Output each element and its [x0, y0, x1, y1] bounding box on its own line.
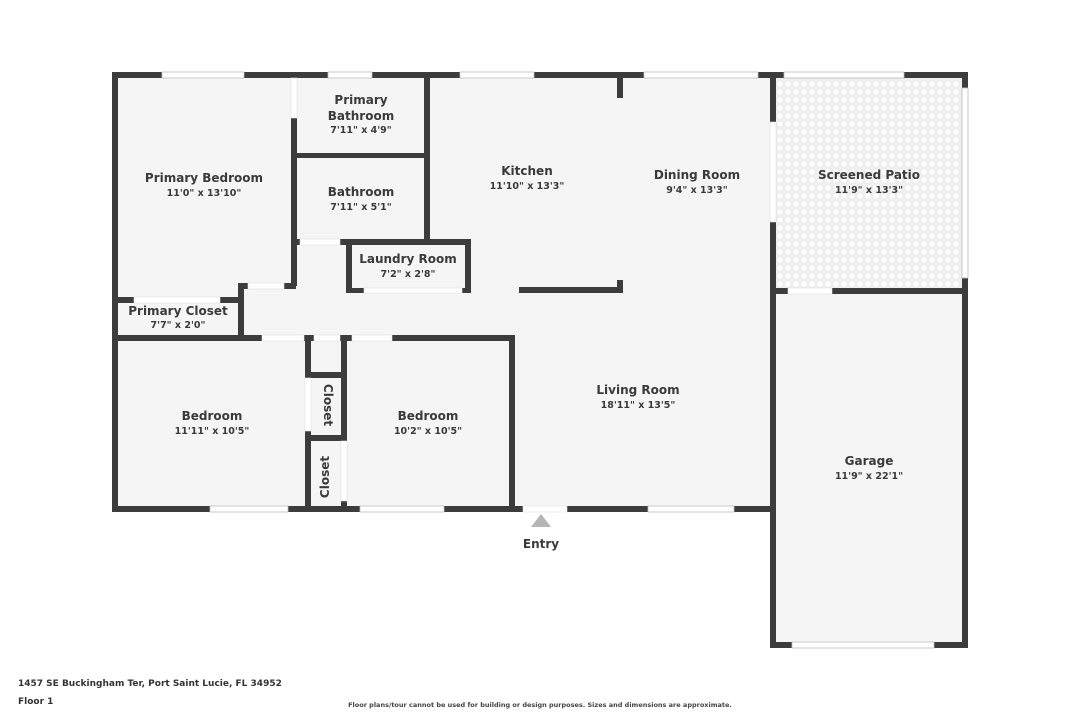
- room-dims: 11'11" x 10'5": [175, 426, 250, 437]
- entry-label: Entry: [523, 537, 559, 551]
- room-name: Screened Patio: [818, 168, 920, 182]
- room-dims: 18'11" x 13'5": [601, 400, 676, 411]
- windows: [161, 71, 969, 649]
- room-name: Bathroom: [328, 185, 394, 199]
- room-dims: 11'0" x 13'10": [167, 188, 242, 199]
- room-name: Bedroom: [398, 409, 459, 423]
- floors: [115, 75, 963, 644]
- room-name: Primary Closet: [128, 304, 228, 318]
- floor-label: Floor 1: [18, 697, 54, 707]
- room-dims: 10'2" x 10'5": [394, 426, 462, 437]
- room-dining-room: Dining Room 9'4" x 13'3": [654, 168, 740, 196]
- room-closet-2: Closet: [318, 456, 332, 498]
- room-kitchen: Kitchen 11'10" x 13'3": [490, 164, 565, 192]
- room-name: Closet: [321, 384, 335, 426]
- room-name: Laundry Room: [359, 252, 457, 266]
- room-dims: 7'11" x 4'9": [330, 125, 392, 136]
- room-bedroom-1: Bedroom 11'11" x 10'5": [175, 409, 250, 437]
- room-name: Bedroom: [182, 409, 243, 423]
- room-living-room: Living Room 18'11" x 13'5": [596, 383, 679, 411]
- room-primary-bedroom: Primary Bedroom 11'0" x 13'10": [145, 171, 263, 199]
- room-laundry-room: Laundry Room 7'2" x 2'8": [359, 252, 457, 280]
- room-name: Primary Bedroom: [145, 171, 263, 185]
- room-bathroom: Bathroom 7'11" x 5'1": [328, 185, 394, 213]
- room-name: Living Room: [596, 383, 679, 397]
- room-primary-closet: Primary Closet 7'7" x 2'0": [128, 304, 228, 331]
- entry-arrow-icon: [531, 514, 551, 527]
- room-primary-bathroom: Primary Bathroom 7'11" x 4'9": [328, 93, 394, 136]
- room-garage: Garage 11'9" x 22'1": [835, 454, 903, 482]
- room-name: Bathroom: [328, 109, 394, 123]
- room-screened-patio: Screened Patio 11'9" x 13'3": [818, 168, 920, 196]
- screened-patio-floor: [775, 75, 963, 290]
- room-dims: 7'2" x 2'8": [381, 269, 436, 280]
- room-dims: 11'9" x 22'1": [835, 471, 903, 482]
- property-address: 1457 SE Buckingham Ter, Port Saint Lucie…: [18, 679, 282, 689]
- room-dims: 7'11" x 5'1": [330, 202, 392, 213]
- room-dims: 11'10" x 13'3": [490, 181, 565, 192]
- room-bedroom-2: Bedroom 10'2" x 10'5": [394, 409, 462, 437]
- disclaimer: Floor plans/tour cannot be used for buil…: [348, 701, 732, 709]
- room-closet-1: Closet: [321, 384, 335, 426]
- room-name: Closet: [318, 456, 332, 498]
- room-name: Kitchen: [501, 164, 553, 178]
- room-dims: 9'4" x 13'3": [666, 185, 728, 196]
- door-openings: [133, 77, 833, 513]
- room-dims: 11'9" x 13'3": [835, 185, 903, 196]
- room-dims: 7'7" x 2'0": [151, 320, 206, 331]
- room-name: Primary: [334, 93, 387, 107]
- room-name: Garage: [845, 454, 894, 468]
- room-name: Dining Room: [654, 168, 740, 182]
